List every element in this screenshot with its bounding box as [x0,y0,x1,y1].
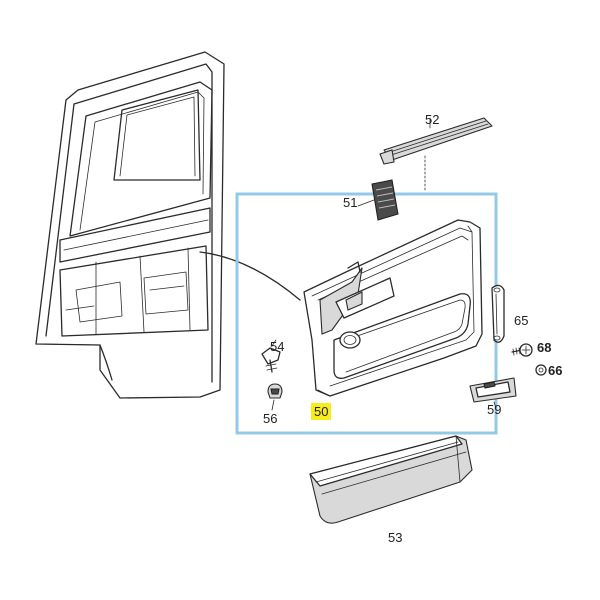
door-pocket-part-53 [309,435,473,524]
label-part-68: 68 [537,340,551,355]
screw-part-68 [511,343,533,357]
van-door-frame [35,51,225,399]
label-part-59: 59 [487,402,501,417]
label-part-66: 66 [548,363,562,378]
label-part-54: 54 [270,339,284,354]
label-part-51: 51 [343,195,357,210]
cap-part-56 [267,383,283,411]
grab-handle-part-65 [491,284,505,343]
door-trim-panel-part-50 [303,219,483,397]
window-strip-part-52 [379,117,493,191]
label-part-53: 53 [388,530,402,545]
washer-part-66 [535,364,547,376]
clip-part-51 [357,179,399,221]
label-part-50: 50 [314,404,328,419]
label-part-52: 52 [425,112,439,127]
part-50-label-highlight [311,403,331,420]
leader-line-door [199,251,301,301]
clip-part-54 [261,339,281,373]
label-part-65: 65 [514,313,528,328]
label-part-56: 56 [263,411,277,426]
door-handle-part-59 [469,377,517,409]
